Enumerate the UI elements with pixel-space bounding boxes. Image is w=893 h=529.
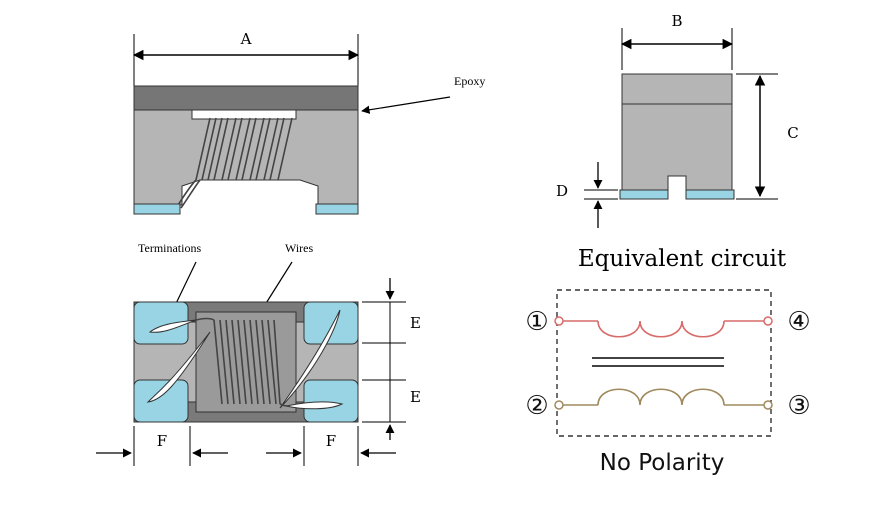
terminal-node-1 xyxy=(554,316,564,326)
top-view: Terminations Wires xyxy=(96,241,421,466)
epoxy-top-plate xyxy=(133,85,359,111)
pin-label-2: ② xyxy=(525,391,548,421)
dimension-label-b: B xyxy=(671,12,682,30)
top-windings xyxy=(195,317,291,407)
epoxy-leader-arrow xyxy=(361,96,451,114)
dimension-label-e-bottom: E xyxy=(410,388,421,406)
terminal-node-2 xyxy=(554,400,564,410)
dimension-label-e-top: E xyxy=(410,314,421,332)
dimension-label-c: C xyxy=(787,124,798,142)
end-core-body xyxy=(621,103,733,191)
no-polarity-label: No Polarity xyxy=(600,450,725,476)
side-windings xyxy=(175,117,293,209)
side-view: A Epoxy xyxy=(132,30,485,215)
wire-solder-4 xyxy=(279,309,341,409)
pin-label-3: ③ xyxy=(787,391,810,421)
end-view: B C D xyxy=(556,12,799,228)
dimension-label-f-left: F xyxy=(157,432,167,450)
end-terminal-right xyxy=(685,189,735,200)
wires-label: Wires xyxy=(285,241,314,255)
equivalent-circuit: Equivalent circuit ① ④ ② ③ No Polarity xyxy=(525,246,810,476)
terminal-pad-left xyxy=(133,203,181,215)
end-epoxy-top xyxy=(621,73,733,105)
termination-pad-4 xyxy=(303,301,359,345)
terminal-pad-right xyxy=(315,203,359,215)
dimension-label-f-right: F xyxy=(326,432,336,450)
circuit-title: Equivalent circuit xyxy=(578,246,787,272)
termination-pad-2 xyxy=(133,379,189,423)
circuit-dashed-box xyxy=(556,289,772,437)
core-gap xyxy=(191,109,297,120)
core-body xyxy=(133,109,359,206)
terminal-node-3 xyxy=(763,400,773,410)
pin-label-4: ④ xyxy=(787,307,810,337)
end-terminal-left xyxy=(619,189,669,200)
terminal-node-4 xyxy=(763,316,773,326)
termination-pad-3 xyxy=(303,379,359,423)
upper-coil xyxy=(562,320,764,338)
pin-label-1: ① xyxy=(525,307,548,337)
terminations-label: Terminations xyxy=(138,241,201,255)
lower-coil xyxy=(562,388,764,406)
dimension-label-a: A xyxy=(240,30,252,48)
wire-solder-2 xyxy=(146,331,211,403)
dimension-label-d: D xyxy=(556,182,568,200)
epoxy-label: Epoxy xyxy=(454,74,485,88)
